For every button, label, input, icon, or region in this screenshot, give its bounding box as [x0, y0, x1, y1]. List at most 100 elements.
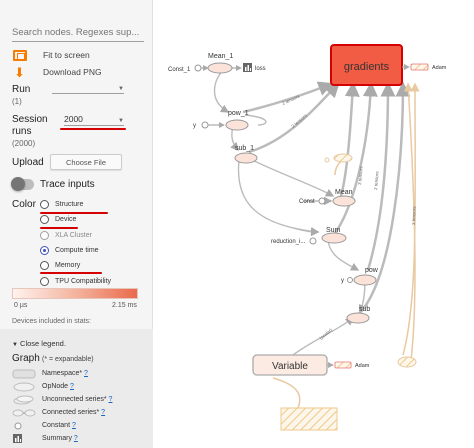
edge [403, 82, 416, 361]
connected-series-icon [12, 409, 36, 417]
run-label: Run [12, 84, 31, 95]
node-mean-label: Mean [335, 189, 353, 196]
node-const1[interactable] [194, 64, 202, 72]
help-link[interactable]: ? [71, 422, 76, 429]
unconnected-series-icon [13, 395, 34, 405]
color-option-memory[interactable]: Memory [40, 261, 80, 270]
help-link[interactable]: ? [101, 409, 106, 416]
fit-to-screen-label: Fit to screen [43, 50, 90, 60]
sidebar: Fit to screen ⬇ Download PNG Run (1) ▼ S… [0, 0, 153, 448]
search-input[interactable] [12, 27, 144, 38]
legend-panel: ▼ Close legend. Graph (* = expandable) N… [0, 329, 153, 448]
color-option-compute-time[interactable]: Compute time [40, 246, 99, 255]
session-label-line1: Session [12, 114, 48, 125]
radio-icon [40, 200, 49, 209]
legend-item-opnode: OpNode ? [42, 383, 74, 390]
annotation-underline [40, 272, 102, 274]
edge [292, 227, 320, 237]
compute-time-gradient [12, 288, 138, 299]
node-adam-ref-2[interactable] [334, 361, 352, 369]
edge-label: 2 tensors [281, 93, 301, 106]
session-runs-value: 2000 [64, 114, 83, 124]
choose-file-button[interactable]: Choose File [50, 154, 122, 170]
node-sum[interactable] [321, 232, 347, 244]
legend-item-constant: Constant ? [42, 422, 76, 429]
node-const-label: Const [299, 199, 315, 205]
edge-label: 2 tensors [290, 113, 308, 129]
fit-to-screen-button[interactable]: Fit to screen [12, 48, 90, 62]
download-icon: ⬇ [14, 64, 25, 80]
node-sub1[interactable] [234, 152, 258, 164]
annotation-underline [60, 128, 126, 130]
edge [213, 67, 230, 113]
close-legend-button[interactable]: ▼ Close legend. [12, 339, 66, 348]
node-y-const[interactable] [201, 121, 209, 129]
legend-item-unconnected-series: Unconnected series* ? [42, 396, 113, 403]
graph-canvas[interactable]: 2 tensors 2 tensors 3 tensors 2 tensors … [153, 0, 474, 448]
edge [247, 157, 335, 197]
node-y2-const[interactable] [347, 277, 353, 283]
node-sub[interactable] [346, 312, 370, 324]
node-mean1-label: Mean_1 [208, 53, 233, 60]
color-option-structure[interactable]: Structure [40, 200, 83, 209]
summary-icon[interactable] [243, 63, 252, 72]
edge [332, 81, 378, 237]
edge [357, 81, 411, 316]
node-reduction[interactable] [309, 237, 317, 245]
node-init-hatched[interactable] [280, 407, 338, 431]
session-runs-select[interactable]: 2000 ▼ [64, 112, 124, 126]
help-link[interactable]: ? [108, 396, 113, 403]
color-option-label: Device [55, 216, 77, 223]
node-sub1-label: sub_1 [235, 145, 254, 152]
annotation-underline [40, 212, 108, 214]
session-count: (2000) [12, 139, 36, 148]
help-link[interactable]: ? [70, 383, 74, 390]
node-pow[interactable] [353, 274, 377, 286]
legend-item-namespace: Namespace* ? [42, 370, 88, 377]
trace-inputs-toggle[interactable] [11, 177, 34, 191]
run-count: (1) [12, 97, 22, 106]
edge-label: 3 tensors [357, 165, 364, 185]
help-link[interactable]: ? [84, 370, 88, 377]
node-y-label: y [193, 123, 196, 129]
node-gradients[interactable] [330, 44, 403, 86]
color-option-xla-cluster[interactable]: XLA Cluster [40, 231, 92, 240]
constant-icon [324, 157, 330, 163]
radio-icon [40, 231, 49, 240]
legend-title: Graph [12, 353, 40, 364]
download-png-button[interactable]: ⬇ Download PNG [12, 65, 102, 79]
color-option-label: Structure [55, 201, 84, 208]
node-hatched-right[interactable] [397, 356, 417, 368]
help-link[interactable]: ? [73, 435, 78, 442]
edge [237, 159, 320, 236]
upload-label: Upload [12, 157, 44, 168]
node-adam2-label: Adam [355, 363, 370, 369]
fit-screen-icon [12, 48, 27, 62]
edge-label: 2 tensors [373, 170, 380, 190]
edge [244, 114, 267, 126]
node-mean1[interactable] [207, 62, 233, 74]
scale-max: 2.15 ms [112, 302, 137, 309]
color-label: Color [12, 199, 36, 210]
edge [366, 81, 396, 271]
session-label-line2: runs [12, 126, 32, 137]
node-mean-hatched[interactable] [333, 153, 353, 163]
node-pow-label: pow [365, 267, 379, 274]
graph-svg[interactable]: 2 tensors 2 tensors 3 tensors 2 tensors … [153, 0, 474, 448]
node-const[interactable] [318, 197, 326, 205]
node-sub-label: sub [359, 306, 370, 313]
caret-down-icon: ▼ [118, 86, 124, 92]
color-option-device[interactable]: Device [40, 215, 76, 224]
color-option-label: XLA Cluster [55, 232, 92, 239]
edge [339, 81, 360, 197]
color-option-tpu-compatibility[interactable]: TPU Compatibility [40, 277, 111, 286]
node-variable-label: Variable [272, 361, 308, 372]
legend-item-summary: Summary ? [42, 435, 78, 442]
node-pow1[interactable] [225, 119, 249, 131]
node-adam-ref[interactable] [410, 63, 429, 71]
run-select[interactable]: ▼ [52, 80, 124, 94]
trace-inputs-label: Trace inputs [40, 179, 95, 190]
node-y2-label: y [341, 278, 344, 284]
node-mean[interactable] [332, 195, 356, 207]
node-loss-label: loss [255, 66, 266, 72]
